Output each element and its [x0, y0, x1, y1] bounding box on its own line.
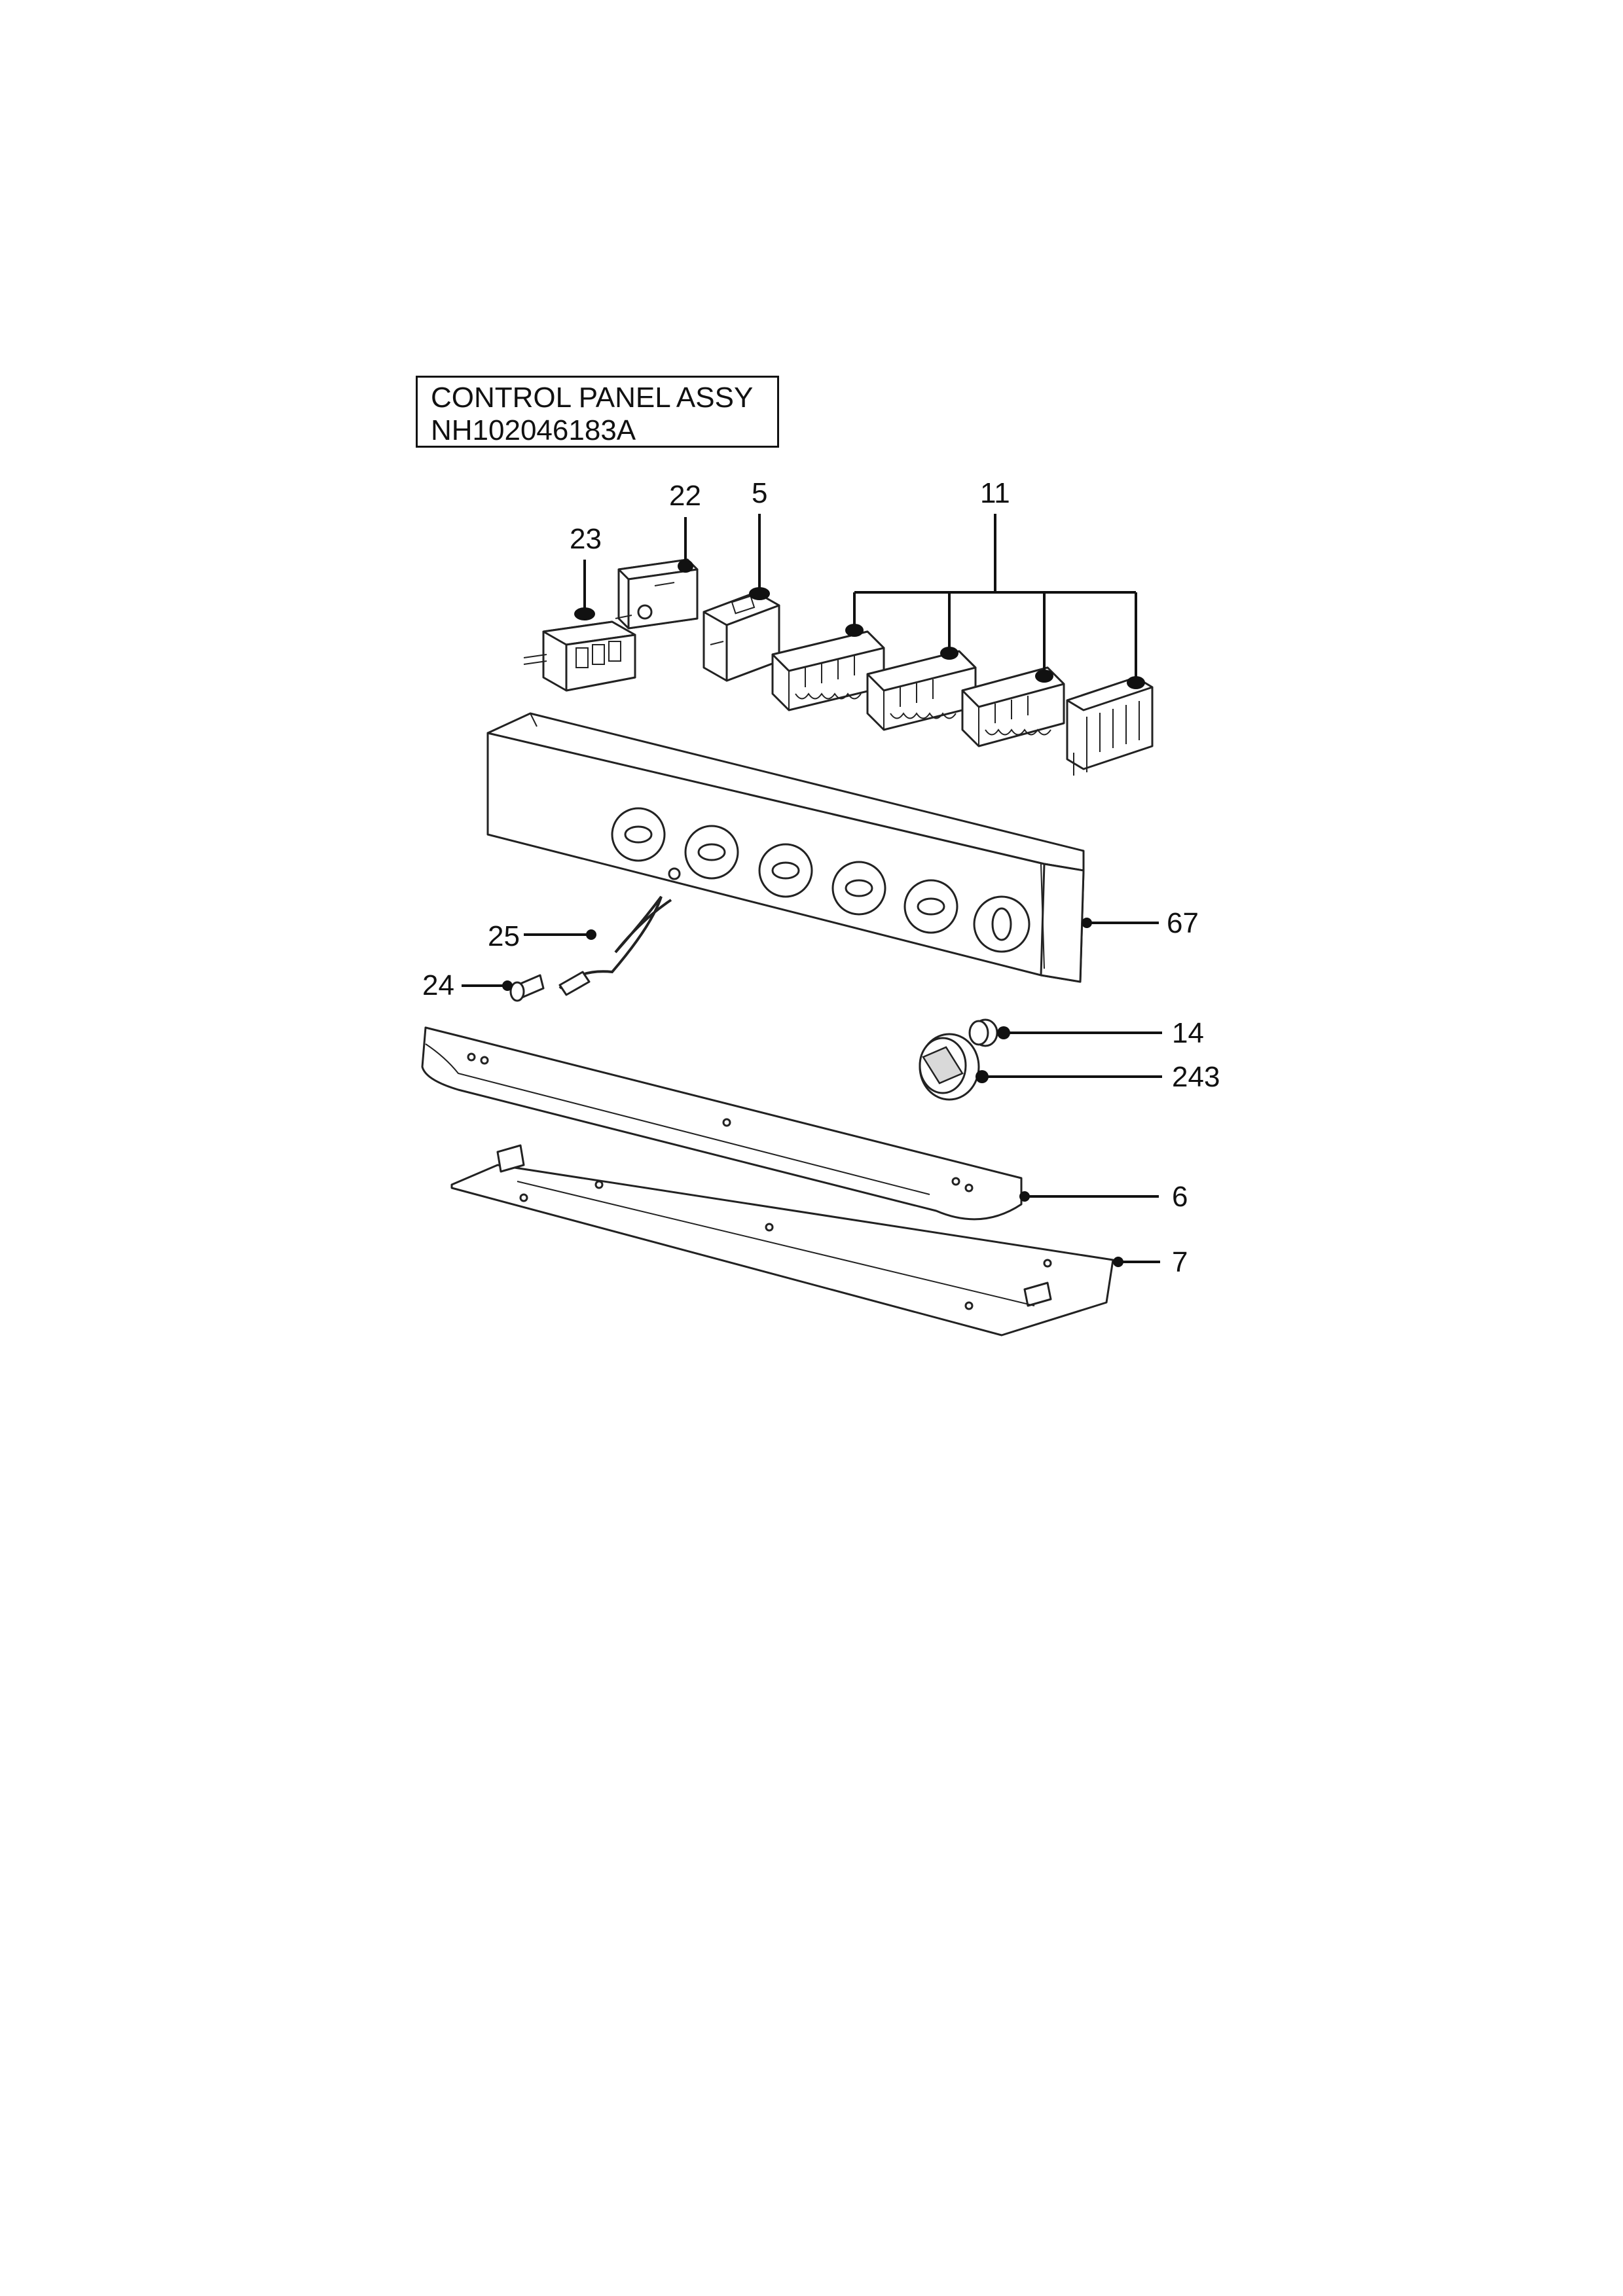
part-22-timer — [615, 558, 699, 630]
callout-23-label: 23 — [570, 523, 602, 555]
panel-indicator-hole — [668, 867, 681, 880]
panel-knob-hole-5 — [903, 879, 958, 934]
callout-25: 25 — [488, 920, 596, 952]
callout-7-label: 7 — [1172, 1246, 1188, 1278]
callout-11-label: 11 — [980, 477, 1010, 509]
callout-25-label: 25 — [488, 920, 520, 952]
panel-knob-hole-4 — [831, 861, 886, 916]
panel-knob-hole-1 — [611, 807, 666, 862]
callout-23: 23 — [570, 523, 602, 620]
panel-knob-hole-2 — [684, 825, 739, 880]
callout-24-label: 24 — [422, 969, 454, 1001]
part-11-switch-1 — [771, 630, 885, 711]
part-11-switch-4 — [1066, 676, 1154, 776]
callout-11: 11 — [845, 477, 1145, 689]
callout-24: 24 — [422, 969, 513, 1001]
callout-243: 243 — [976, 1061, 1220, 1093]
callout-6-label: 6 — [1172, 1181, 1188, 1213]
part-6-trim — [421, 1026, 1023, 1221]
assembly-part-number: NH102046183A — [431, 414, 636, 446]
callout-243-label: 243 — [1172, 1061, 1220, 1093]
callout-22-label: 22 — [669, 480, 701, 512]
callout-67-label: 67 — [1167, 907, 1199, 939]
part-23-switch — [523, 620, 636, 692]
part-5-regulator — [702, 591, 780, 682]
callout-5-label: 5 — [752, 477, 767, 509]
callout-67: 67 — [1082, 907, 1199, 939]
part-243-knob — [919, 1033, 980, 1101]
title-box: CONTROL PANEL ASSY NH102046183A — [416, 376, 779, 448]
callout-14-label: 14 — [1172, 1017, 1204, 1049]
callout-5: 5 — [749, 477, 770, 600]
assembly-title: CONTROL PANEL ASSY — [431, 382, 754, 414]
panel-knob-hole-6 — [973, 895, 1030, 953]
callout-22: 22 — [669, 480, 701, 573]
callout-14: 14 — [997, 1017, 1204, 1049]
part-14-knob-cap — [968, 1018, 998, 1047]
callout-7: 7 — [1113, 1246, 1188, 1278]
part-24-lamp — [509, 974, 545, 1002]
panel-knob-hole-3 — [758, 843, 813, 898]
callout-6: 6 — [1019, 1181, 1188, 1213]
part-67-control-panel — [486, 712, 1085, 983]
part-25-wire — [558, 895, 672, 996]
part-7-base-plate — [450, 1144, 1114, 1336]
